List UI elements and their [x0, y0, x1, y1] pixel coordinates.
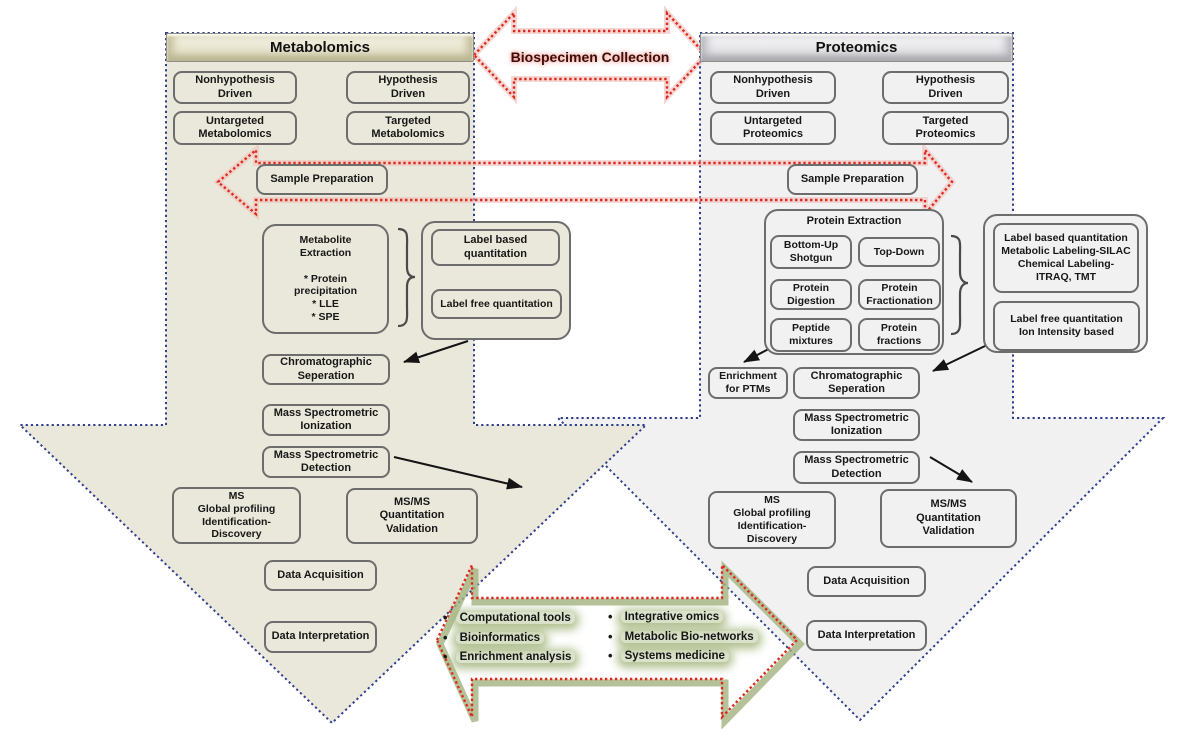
proteomics-nonhypothesis-box: Nonhypothesis Driven — [710, 71, 836, 104]
protein-extraction-group: Protein Extraction Bottom-Up Shotgun Top… — [764, 209, 944, 355]
bullet-label: Systems medicine — [620, 649, 729, 662]
metabolomics-header: Metabolomics — [166, 33, 474, 62]
metabolomics-quantitation-group: Label based quantitation Label free quan… — [421, 221, 571, 340]
proteomics-chromatographic-box: Chromatographic Seperation — [793, 367, 920, 399]
bullet-label: Enrichment analysis — [455, 650, 576, 663]
proteomics-label-free-box: Label free quantitation Ion Intensity ba… — [993, 301, 1140, 351]
protein-fractionation-box: Protein Fractionation — [858, 279, 941, 310]
connector-arrow-quant-to-chromatography-right — [932, 345, 986, 372]
protein-extraction-title: Protein Extraction — [806, 215, 902, 227]
sample-preparation-arrow-outline — [216, 146, 954, 218]
proteomics-data-interpretation-box: Data Interpretation — [806, 620, 927, 651]
metabolomics-ms-profiling-box: MS Global profiling Identification- Disc… — [172, 487, 301, 544]
integration-bullet-enrichment-analysis: • Enrichment analysis — [443, 649, 576, 664]
integration-bullet-bioinformatics: • Bioinformatics — [443, 630, 545, 645]
proteomics-msms-box: MS/MS Quantitation Validation — [880, 489, 1017, 548]
proteomics-data-acquisition-box: Data Acquisition — [807, 566, 926, 597]
integration-bullet-integrative-omics: • Integrative omics — [608, 609, 724, 624]
proteomics-label-based-box: Label based quantitation Metabolic Label… — [993, 223, 1139, 293]
proteomics-ms-profiling-box: MS Global profiling Identification- Disc… — [708, 491, 836, 549]
bullet-icon: • — [608, 629, 613, 644]
peptide-mixtures-box: Peptide mixtures — [770, 318, 852, 352]
connector-arrow-detection-to-msms-right — [929, 456, 973, 483]
bullet-icon: • — [608, 648, 613, 663]
protein-digestion-box: Protein Digestion — [770, 279, 852, 310]
metabolomics-data-acquisition-box: Data Acquisition — [264, 560, 377, 591]
bullet-label: Metabolic Bio-networks — [620, 630, 758, 643]
proteomics-ms-ionization-box: Mass Spectrometric Ionization — [793, 409, 920, 441]
bullet-icon: • — [443, 610, 448, 625]
metabolomics-targeted-box: Targeted Metabolomics — [346, 111, 470, 145]
proteomics-brace — [950, 234, 969, 336]
metabolomics-msms-box: MS/MS Quantitation Validation — [346, 488, 478, 544]
metabolite-extraction-box: Metabolite Extraction * Protein precipit… — [262, 224, 389, 334]
bullet-icon: • — [443, 630, 448, 645]
proteomics-sample-preparation-box: Sample Preparation — [787, 164, 918, 195]
metabolomics-ms-ionization-box: Mass Spectrometric Ionization — [262, 404, 390, 436]
proteomics-untargeted-box: Untargeted Proteomics — [710, 111, 836, 145]
metabolomics-sample-preparation-box: Sample Preparation — [256, 164, 388, 195]
integration-bullet-systems-medicine: • Systems medicine — [608, 649, 729, 662]
metabolomics-data-interpretation-box: Data Interpretation — [264, 621, 377, 653]
proteomics-hypothesis-box: Hypothesis Driven — [882, 71, 1009, 104]
metabolomics-label-free-box: Label free quantitation — [431, 289, 562, 319]
top-down-box: Top-Down — [858, 237, 940, 267]
bullet-label: Integrative omics — [620, 610, 724, 623]
connector-arrow-detection-to-msms-left — [393, 456, 523, 490]
metabolomics-chromatographic-box: Chromatographic Seperation — [262, 354, 390, 385]
protein-fractions-box: Protein fractions — [858, 318, 940, 351]
metabolomics-hypothesis-box: Hypothesis Driven — [346, 71, 470, 104]
integration-bullet-computational-tools: • Computational tools — [443, 611, 575, 624]
metabolomics-ms-detection-box: Mass Spectrometric Detection — [262, 446, 390, 478]
proteomics-ms-detection-box: Mass Spectrometric Detection — [793, 451, 920, 484]
bullet-icon: • — [443, 649, 448, 664]
bullet-label: Bioinformatics — [455, 631, 545, 644]
integration-bullet-metabolic-bio-networks: • Metabolic Bio-networks — [608, 630, 758, 643]
proteomics-quantitation-group: Label based quantitation Metabolic Label… — [983, 214, 1148, 353]
integration-arrow-glow — [436, 560, 805, 730]
bullet-icon: • — [608, 609, 613, 624]
metabolomics-untargeted-box: Untargeted Metabolomics — [173, 111, 297, 145]
metabolomics-brace — [397, 227, 416, 328]
biospecimen-arrow-outline — [472, 9, 708, 101]
proteomics-targeted-box: Targeted Proteomics — [882, 111, 1009, 145]
biospecimen-collection-label: Biospecimen Collection — [510, 48, 670, 65]
proteomics-header: Proteomics — [700, 33, 1013, 62]
connector-arrow-quant-to-chromatography-left — [403, 340, 469, 364]
enrichment-for-ptms-box: Enrichment for PTMs — [708, 367, 788, 399]
bottom-up-shotgun-box: Bottom-Up Shotgun — [770, 235, 852, 269]
metabolomics-label-based-box: Label based quantitation — [431, 229, 560, 266]
bullet-label: Computational tools — [455, 611, 575, 624]
metabolomics-nonhypothesis-box: Nonhypothesis Driven — [173, 71, 297, 104]
